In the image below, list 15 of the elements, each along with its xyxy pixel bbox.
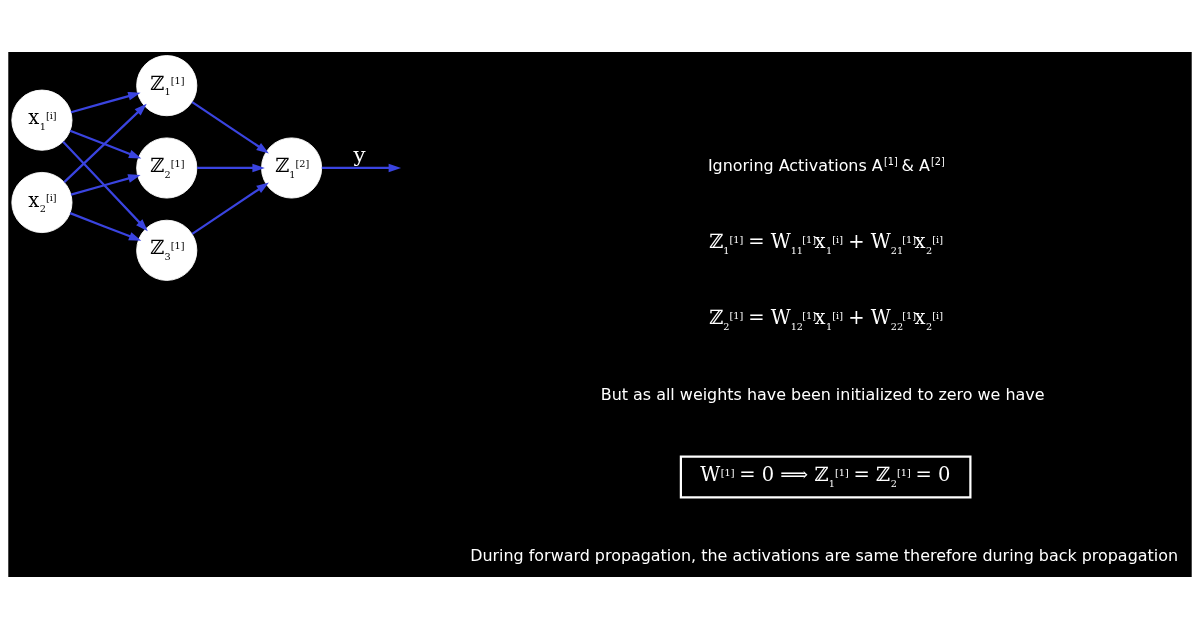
arrow xyxy=(69,211,142,241)
arrow xyxy=(191,182,269,235)
arrow xyxy=(70,173,141,196)
arrow xyxy=(191,100,269,153)
arrow xyxy=(69,129,142,158)
arrow xyxy=(62,140,148,231)
label: But as all weights have been initialized to zero we have xyxy=(600,384,1045,404)
edge-label: y xyxy=(353,141,366,167)
arrow xyxy=(321,163,402,172)
arrow xyxy=(63,103,147,183)
arrow xyxy=(197,163,265,172)
label: During forward propagation, the activations are same therefore during back propagation xyxy=(470,545,1178,565)
node-box: W$^{[1]}$ = 0 ⟹ ℤ$_{1}$$^{[1]}$ = ℤ$_{2}$$^{[1]}$ = 0 xyxy=(679,455,972,498)
arrow xyxy=(70,91,141,113)
label: Ignoring Activations A$^{[1]}$ & A$^{[2]}$ xyxy=(707,155,945,175)
